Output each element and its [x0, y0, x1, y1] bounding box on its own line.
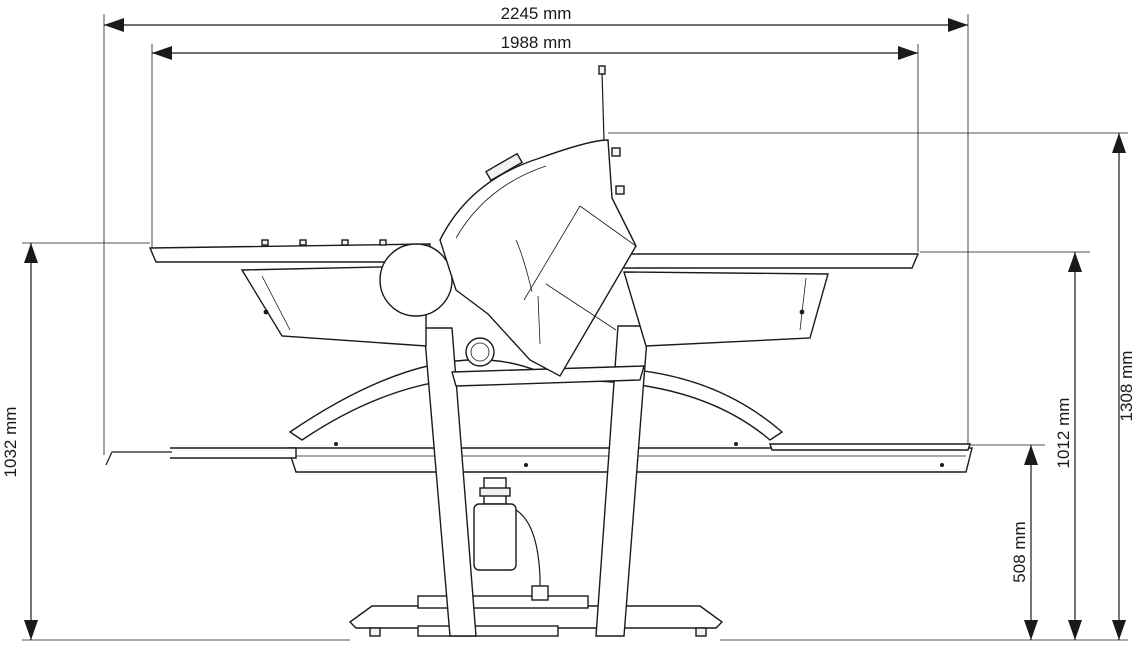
right-leg: [595, 325, 649, 637]
cross-beam: [451, 365, 645, 387]
coolant-bottle: [473, 477, 549, 601]
lower-shelf: [105, 442, 973, 473]
dimension-overall-width: 2245 mm: [103, 4, 969, 455]
rotating-head: [439, 65, 637, 377]
dimension-table-width: 1988 mm: [151, 33, 919, 252]
right-wing-support: [623, 271, 829, 347]
label-shelf-height: 508 mm: [1010, 521, 1029, 582]
dimension-shelf-height: 508 mm: [968, 444, 1045, 640]
label-height-left: 1032 mm: [1, 407, 20, 478]
label-overall-width: 2245 mm: [501, 4, 572, 23]
label-table-width: 1988 mm: [501, 33, 572, 52]
dimension-total-height: 1308 mm: [608, 132, 1132, 640]
table-top: [148, 239, 920, 269]
label-height-right: 1012 mm: [1054, 398, 1073, 469]
inspection-porthole: [465, 337, 495, 367]
pivot-hub: [379, 243, 453, 317]
dimension-height-right: 1012 mm: [920, 251, 1090, 640]
machine-base: [348, 595, 724, 637]
left-leg: [423, 327, 477, 637]
machine-illustration: [105, 65, 973, 637]
label-total-height: 1308 mm: [1117, 351, 1132, 422]
dimension-height-left: 1032 mm: [1, 242, 150, 640]
